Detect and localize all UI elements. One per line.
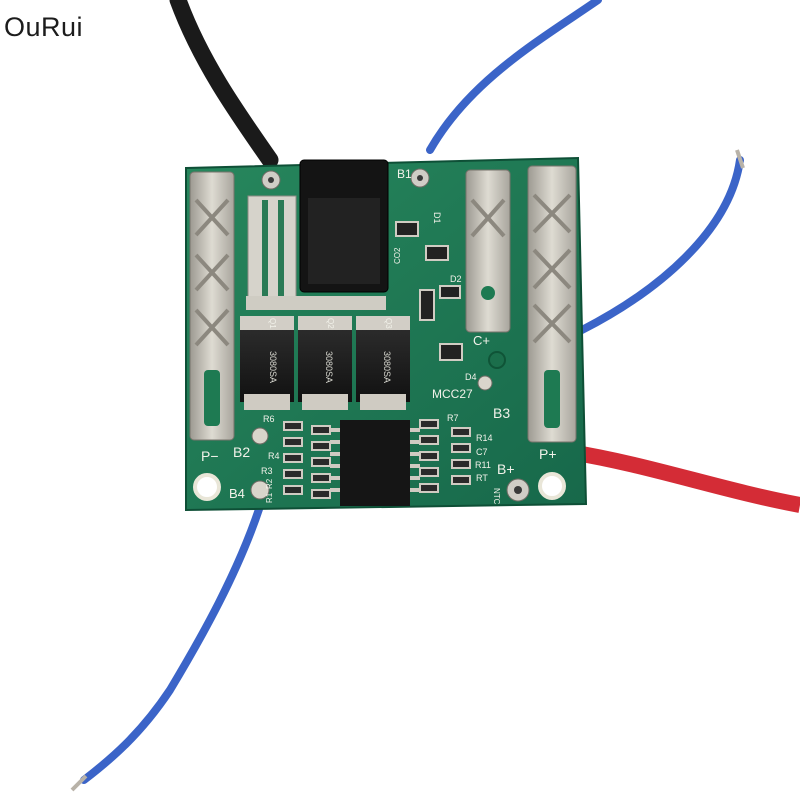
wire-tip-c-plus [735,149,745,169]
blue-wire-b1 [426,0,602,154]
protection-ic [330,420,420,506]
label-c7: C7 [476,447,488,457]
smd-resistors-right [419,419,471,493]
smd-diodes [395,221,463,361]
pcb-board: 3080SA 3080SA 3080SA [185,156,588,512]
label-b2: B2 [233,444,250,460]
label-co2: CO2 [393,247,402,264]
label-b3: B3 [493,405,510,421]
label-d2: D2 [450,274,462,284]
label-r14: R14 [476,433,493,443]
label-q1: Q1 [268,318,277,329]
mount-hole-mid [488,351,506,369]
label-d4: D4 [465,372,477,382]
label-r6: R6 [263,414,275,424]
label-p-plus: P+ [539,446,557,462]
blue-wire-c-plus [578,156,744,334]
label-r11: R11 [475,460,491,470]
label-r3: R3 [261,466,273,476]
mosfet-q2-marking: 3080SA [324,351,334,383]
label-b-plus: B+ [497,461,515,477]
watermark-brand: OuRui [4,12,84,42]
label-model: MCC27 [432,387,473,401]
smd-resistors-left [283,421,331,499]
pad-b3 [477,375,493,391]
contact-p-plus [527,165,577,443]
wire-tip-b4 [70,774,88,792]
screw-top-left [261,170,281,190]
label-ntc: NTC [492,488,501,505]
label-b4: B4 [229,486,245,501]
label-p-minus: P− [201,448,219,464]
screw-b1 [410,168,430,188]
pad-b2 [251,427,269,445]
contact-c-plus [465,169,511,333]
mount-hole-bl [193,473,221,501]
mosfet-q1: 3080SA [240,316,294,410]
label-d1: D1 [432,212,442,224]
blue-wire-b4 [80,496,266,784]
mosfet-q1-marking: 3080SA [268,351,278,383]
label-b1: B1 [397,167,412,181]
wires [70,0,800,792]
black-wire [169,0,279,169]
mosfet-q2: 3080SA [298,316,352,410]
label-r2: R2 [265,478,274,489]
label-rt: RT [476,473,488,483]
label-q3: Q3 [384,318,393,329]
label-r4: R4 [268,451,280,461]
mosfet-q3-marking: 3080SA [382,351,392,383]
label-r7: R7 [447,413,459,423]
pad-b4 [250,480,270,500]
mount-hole-br [538,472,566,500]
contact-p-minus [189,171,235,441]
label-q2: Q2 [326,318,335,329]
label-c-plus: C+ [473,333,490,348]
label-r1: R1 [265,492,274,503]
solder-grid [246,195,386,310]
mosfet-q3: 3080SA [356,316,410,410]
red-wire [568,444,800,513]
screw-b-plus [506,478,530,502]
